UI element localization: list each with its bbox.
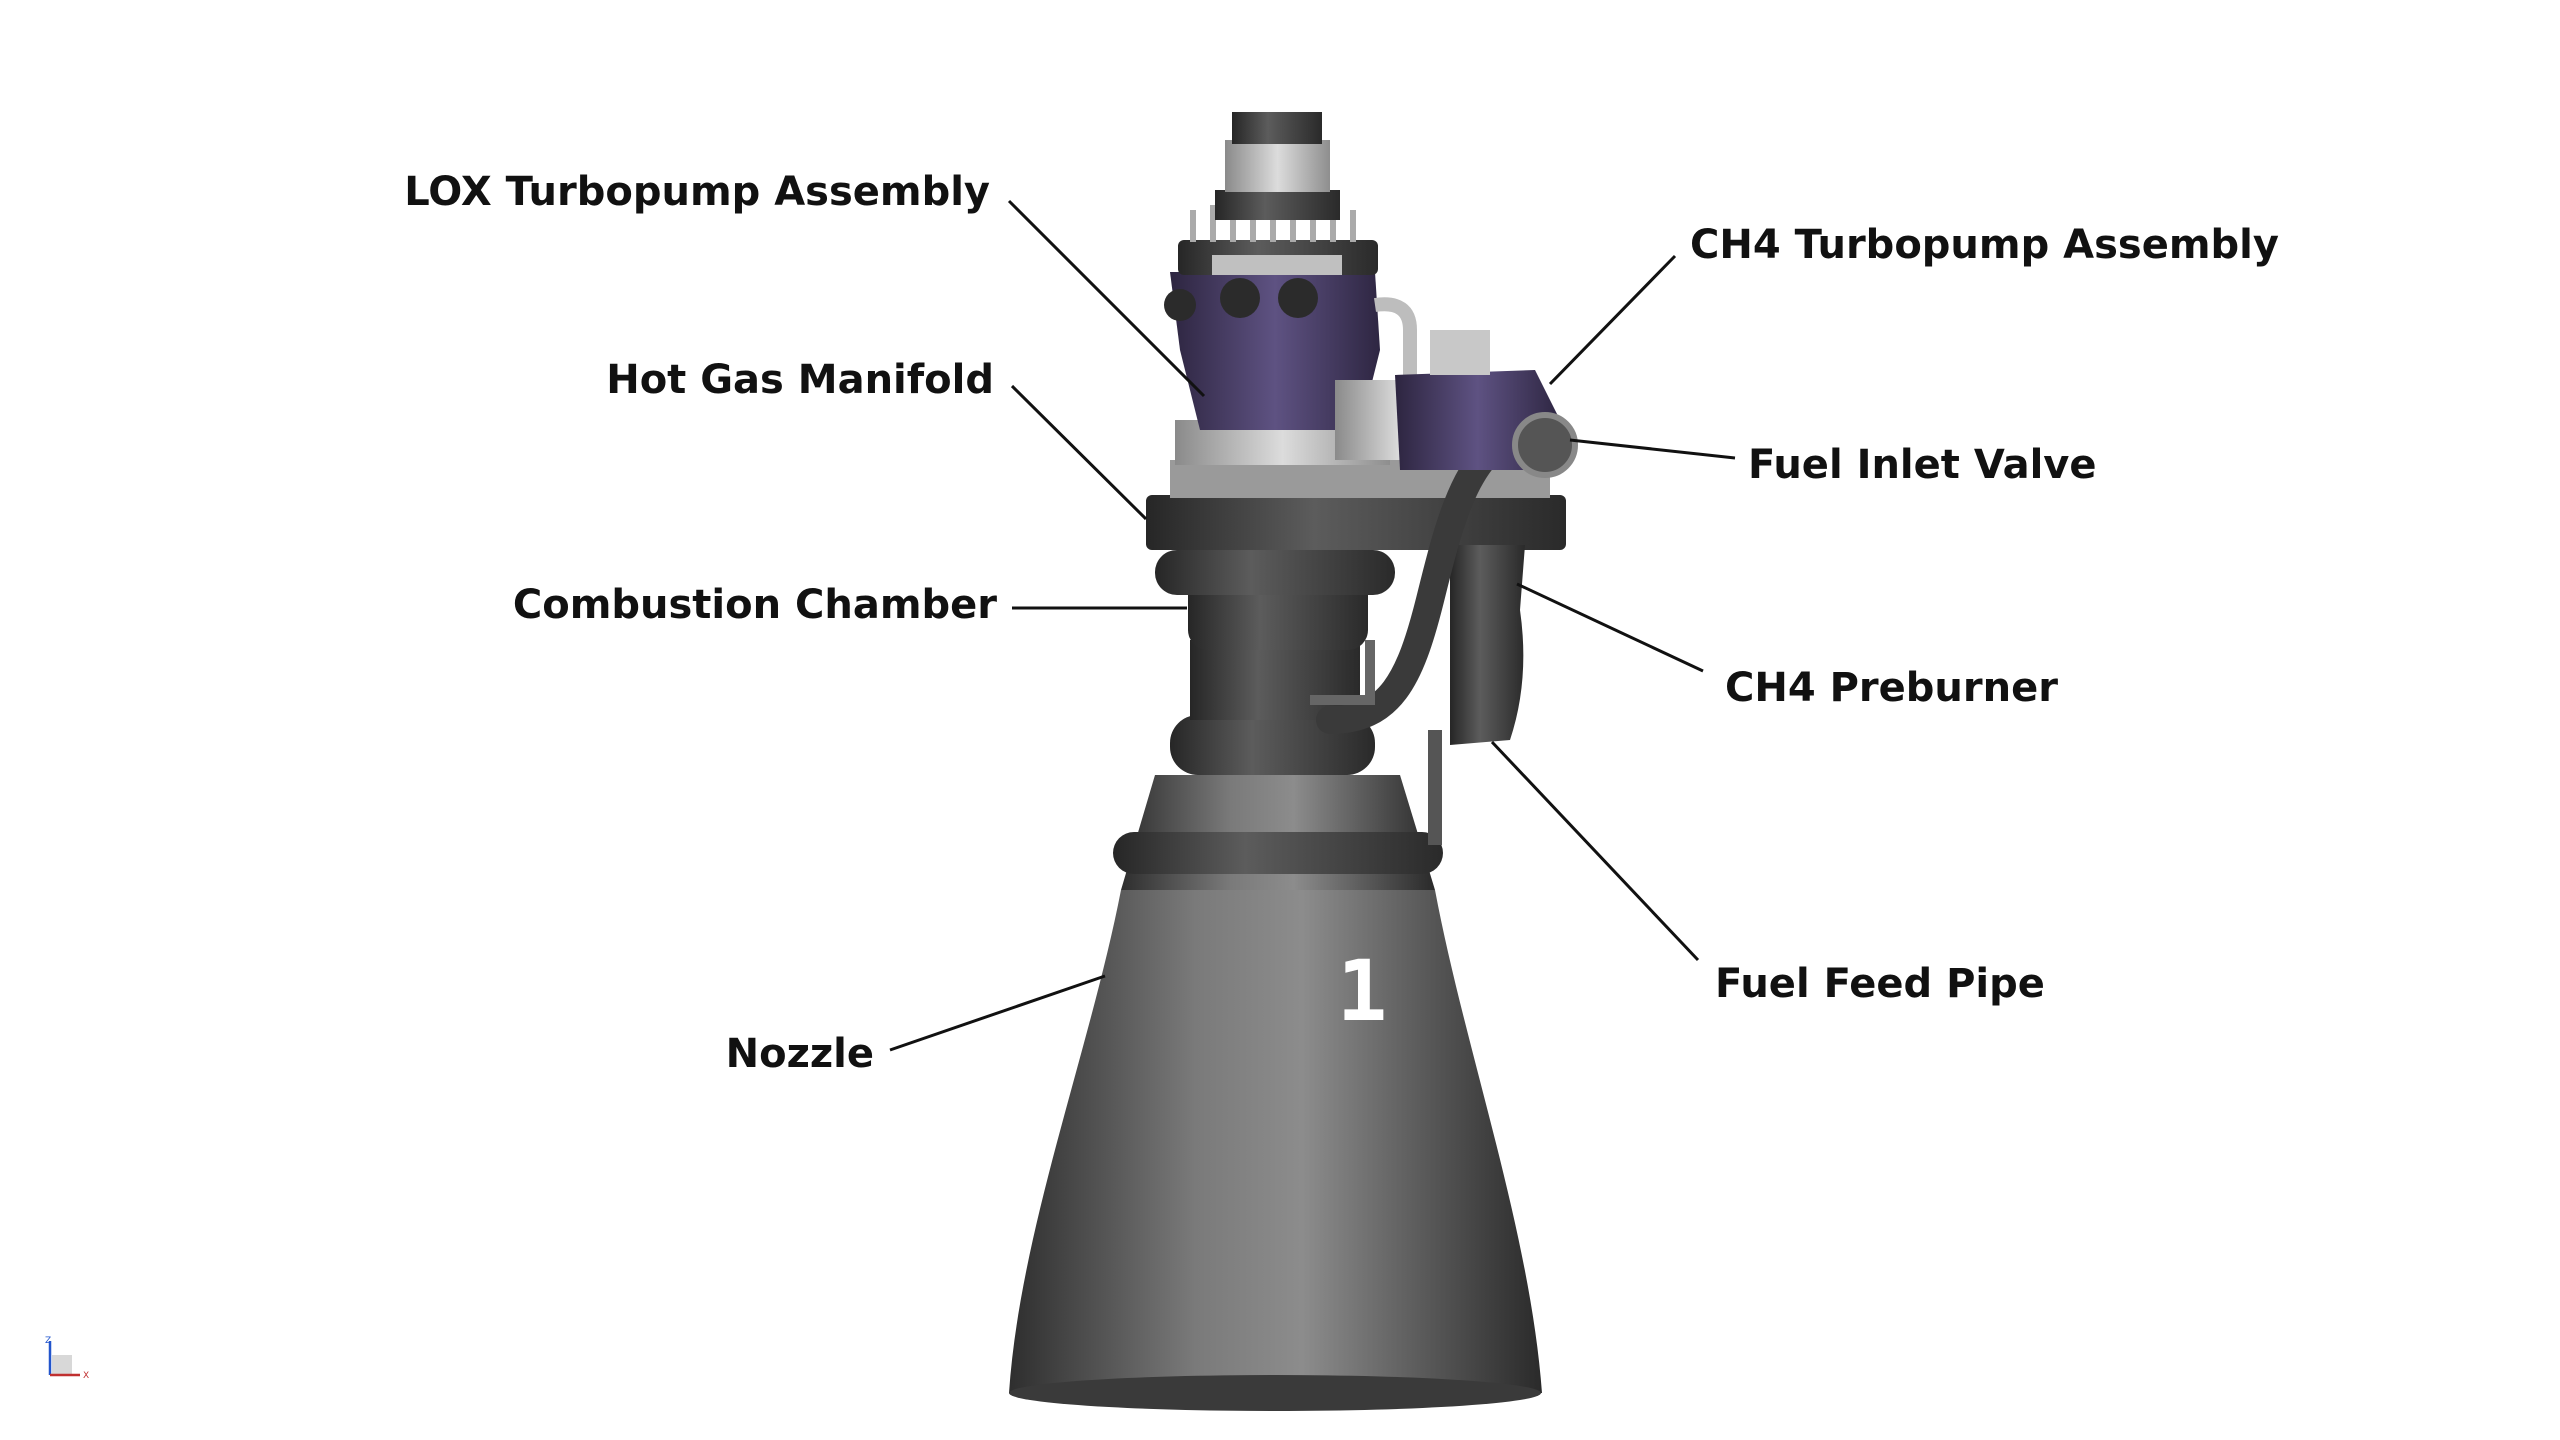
label-fuel-inlet-valve: Fuel Inlet Valve [1748,442,2097,488]
label-lox-turbopump: LOX Turbopump Assembly [404,169,990,215]
ch4-preburner [1450,545,1525,745]
label-combustion-chamber: Combustion Chamber [512,582,997,628]
axis-z-label: Z [45,1336,51,1346]
fuel-inlet-valve [1512,412,1578,478]
label-nozzle: Nozzle [725,1031,874,1077]
nozzle-marking: 1 [1337,942,1388,1040]
lox-turbopump [1170,272,1380,430]
label-ch4-turbopump: CH4 Turbopump Assembly [1690,222,2279,268]
axis-x-label: X [83,1371,89,1381]
leader-lines [889,199,1736,1052]
hot-gas-manifold [1146,495,1566,550]
nozzle-bell [1009,890,1542,1404]
label-ch4-preburner: CH4 Preburner [1725,665,2058,711]
label-hot-gas-manifold: Hot Gas Manifold [606,357,994,403]
axis-triad-icon: Z X [40,1335,110,1395]
nozzle-collar [1113,832,1443,874]
label-fuel-feed-pipe: Fuel Feed Pipe [1715,961,2045,1007]
